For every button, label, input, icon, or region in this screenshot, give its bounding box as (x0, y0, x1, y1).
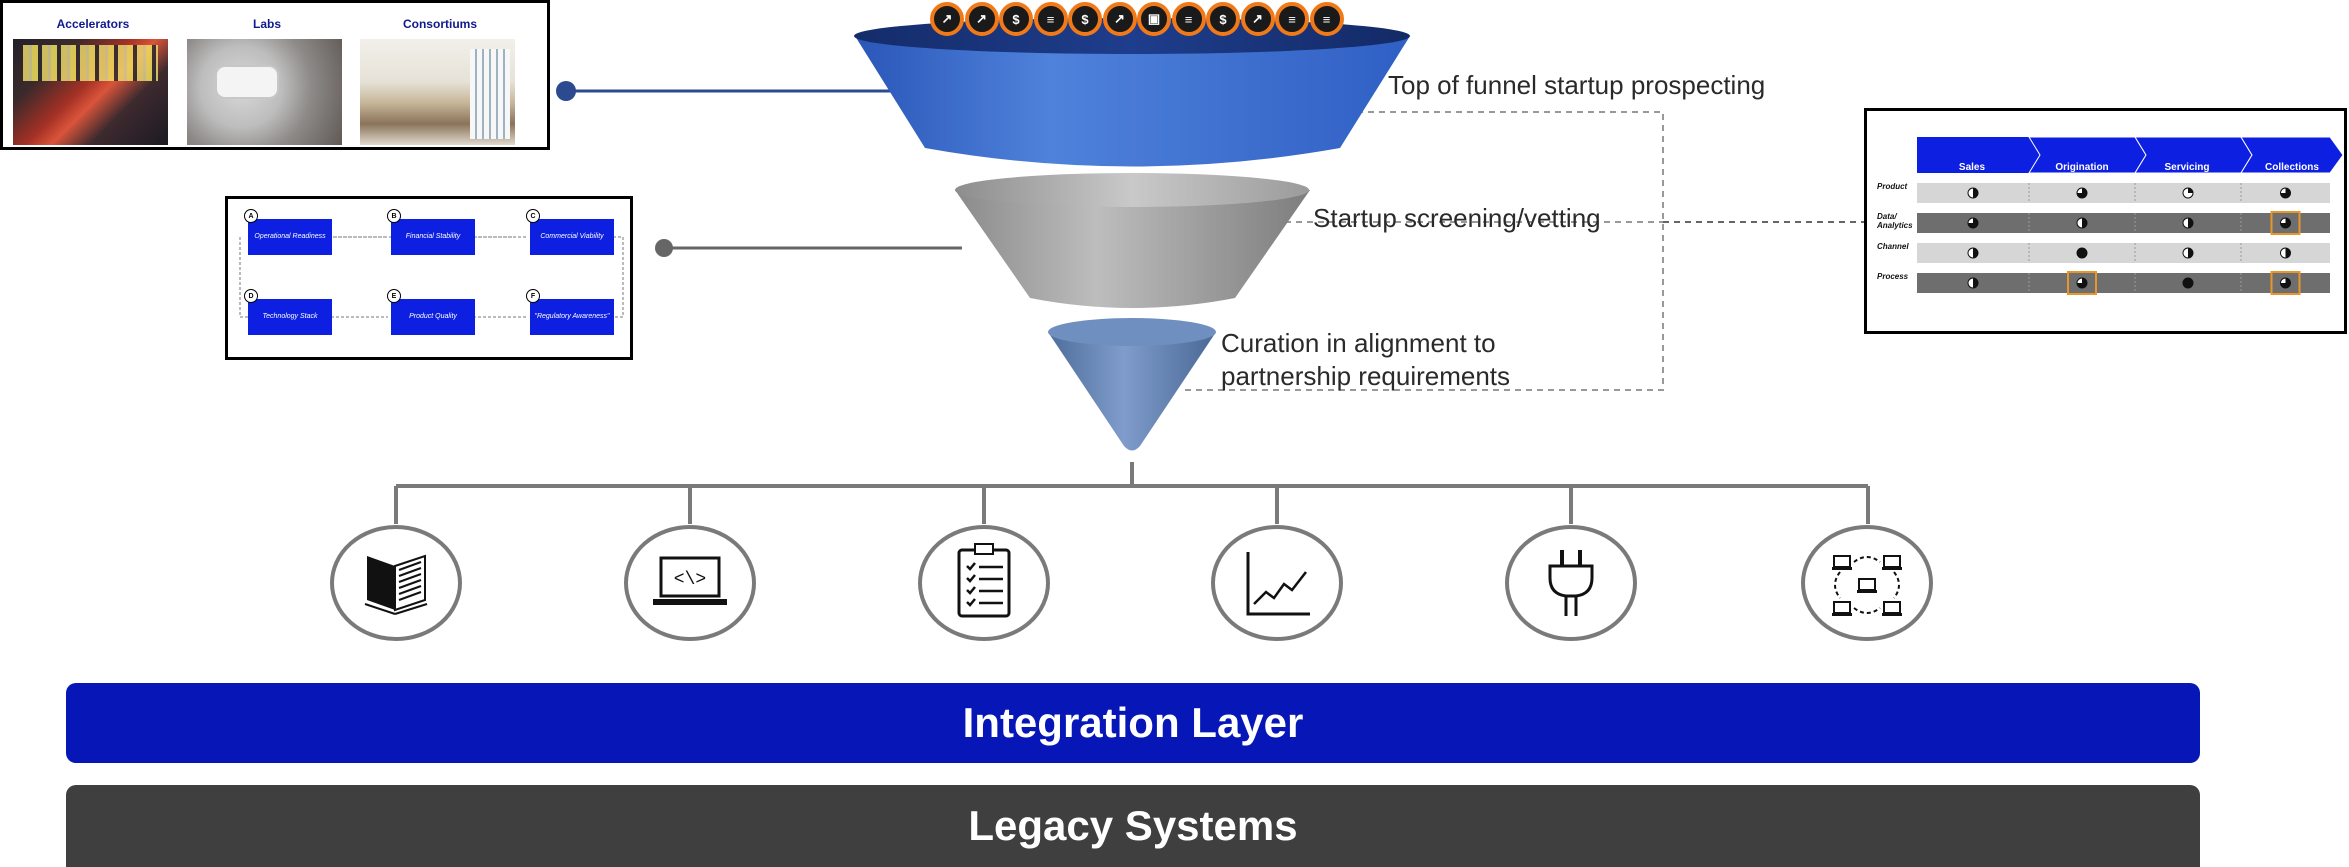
dollar-icon: $ (1206, 2, 1240, 36)
source-connector-dot (556, 81, 576, 101)
criteria-box-c: Commercial Viability (530, 219, 614, 255)
criteria-letter-f: F (526, 289, 540, 303)
legacy-systems-bar: Legacy Systems (66, 785, 2200, 867)
funnel-top (855, 36, 1410, 167)
matrix-row-band (1917, 273, 2330, 293)
document-icon: ≡ (1275, 2, 1309, 36)
source-label-consortiums: Consortiums (402, 17, 477, 31)
dashed-bracket (1185, 111, 1664, 391)
harvey-ball (2076, 187, 2088, 199)
funnel-middle-label: Startup screening/vetting (1313, 203, 1601, 233)
matrix-row-channel: Channel (1877, 242, 1909, 251)
laptop-icon: ▣ (1137, 2, 1171, 36)
network-icon (1800, 524, 1934, 641)
funnel-middle (955, 190, 1310, 308)
matrix-row-band (1917, 243, 2330, 263)
harvey-ball (1967, 277, 1979, 289)
harvey-ball (2280, 277, 2291, 289)
funnel-bottom-label-line1: Curation in alignment to (1221, 328, 1496, 358)
harvey-ball (1967, 187, 1979, 199)
rocket-icon: ↗ (930, 2, 964, 36)
labs-photo (187, 39, 342, 145)
consortiums-photo (360, 39, 515, 145)
criteria-box-e: Product Quality (391, 299, 475, 335)
funnel-top-label: Top of funnel startup prospecting (1388, 70, 1766, 100)
document-icon: ≡ (1033, 2, 1068, 36)
criteria-box-b: Financial Stability (391, 219, 475, 255)
criteria-letter-a: A (244, 209, 258, 223)
checklist-icon (917, 524, 1051, 641)
harvey-ball (2280, 217, 2291, 229)
harvey-ball (2076, 247, 2088, 259)
harvey-ball (2182, 187, 2194, 199)
document-icon: ≡ (1309, 2, 1344, 36)
criteria-box-d: Technology Stack (248, 299, 332, 335)
harvey-ball (2280, 187, 2291, 199)
matrix-col-servicing: Servicing (2164, 161, 2210, 173)
matrix-highlight (2067, 271, 2097, 295)
harvey-ball (2182, 277, 2194, 289)
matrix-col-origination: Origination (2055, 161, 2109, 173)
accelerators-photo (13, 39, 168, 145)
matrix-row-product: Product (1877, 182, 1908, 191)
criteria-letter-d: D (244, 289, 258, 303)
matrix-col-sales: Sales (1958, 161, 1986, 173)
criteria-letter-b: B (387, 209, 401, 223)
integration-layer-bar: Integration Layer (66, 683, 2200, 763)
matrix-col-collections: Collections (2265, 161, 2319, 173)
matrix-row-band (1917, 213, 2330, 233)
criteria-connector-dot (655, 239, 673, 257)
criteria-box-f: "Regulatory Awareness" (530, 299, 614, 335)
line-chart-icon (1210, 524, 1344, 641)
code-laptop-icon: <\> (623, 524, 757, 641)
funnel-bottom (1048, 332, 1216, 451)
funnel-bottom-label-line2: partnership requirements (1221, 361, 1511, 391)
harvey-ball (2076, 217, 2088, 229)
source-label-labs: Labs (252, 17, 281, 31)
matrix-row-data-analytics: Data/ Analytics (1877, 212, 1913, 230)
matrix-highlight (2270, 271, 2301, 295)
value-chain-matrix: Sales Origination Servicing Collections … (1864, 108, 2347, 334)
harvey-ball (1967, 247, 1979, 259)
funnel-middle-rim (955, 173, 1309, 207)
criteria-letter-e: E (387, 289, 401, 303)
harvey-ball (1967, 217, 1979, 229)
startup-token-row: ↗↗$≡$↗▣≡$↗≡≡ (930, 2, 1344, 38)
matrix-row-process: Process (1877, 272, 1909, 281)
criteria-letter-c: C (526, 209, 540, 223)
dollar-icon: $ (1068, 2, 1102, 36)
harvey-ball (2076, 277, 2088, 289)
matrix-highlight (2270, 211, 2301, 235)
rocket-icon: ↗ (1102, 2, 1137, 36)
matrix-row-band (1917, 183, 2330, 203)
svg-text:<\>: <\> (674, 570, 706, 590)
source-label-accelerators: Accelerators (56, 17, 130, 31)
sources-panel: Accelerators Labs Consortiums (0, 0, 550, 150)
harvey-ball (2182, 247, 2194, 259)
rocket-icon: ↗ (1240, 2, 1275, 36)
criteria-box-a: Operational Readiness (248, 219, 332, 255)
document-icon: ≡ (1171, 2, 1206, 36)
harvey-ball (2280, 247, 2291, 259)
dollar-icon: $ (999, 2, 1033, 36)
harvey-ball (2182, 217, 2194, 229)
book-icon (329, 524, 463, 641)
plug-icon (1504, 524, 1638, 641)
funnel-bottom-rim (1048, 318, 1216, 346)
rocket-icon: ↗ (964, 2, 999, 36)
